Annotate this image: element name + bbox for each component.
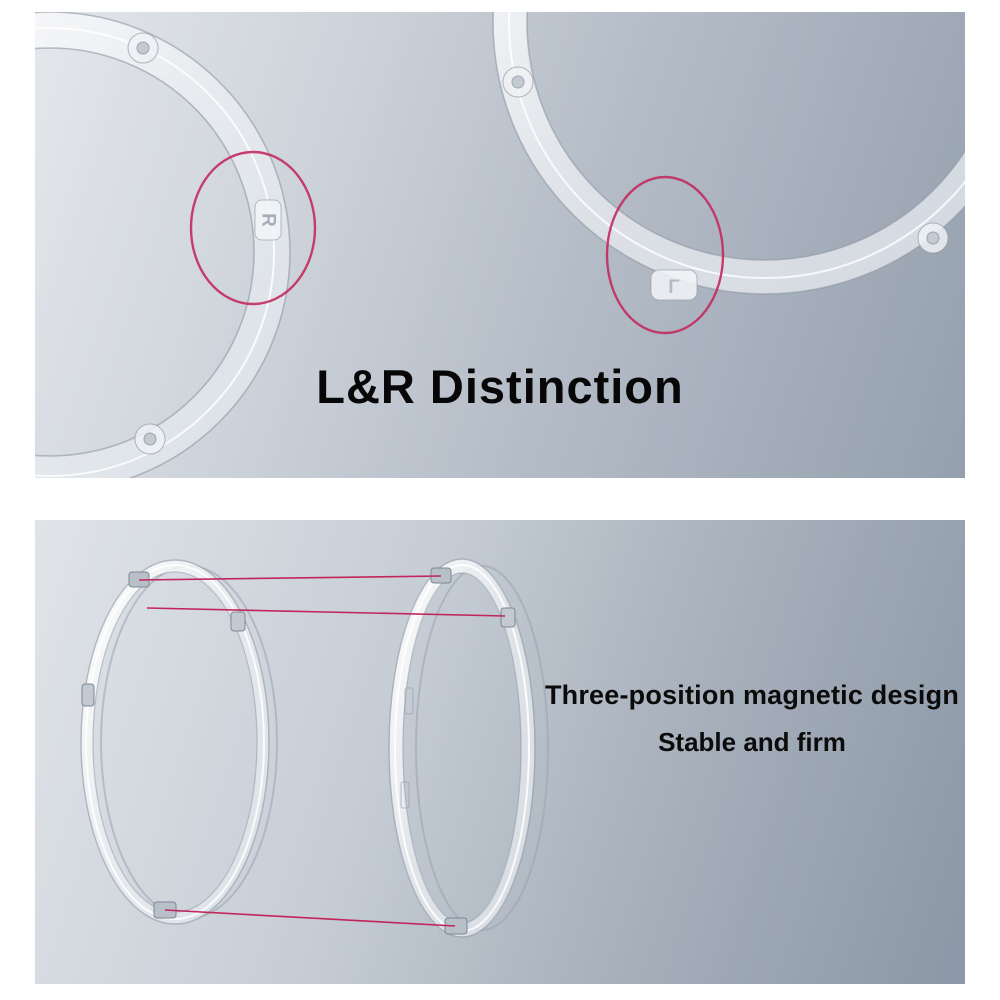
left-ring-front-graphic: R xyxy=(35,12,317,478)
left-ring-magnet-left xyxy=(81,683,95,707)
right-ring-front-graphic: L xyxy=(492,12,965,335)
left-ring-top-ear xyxy=(127,32,159,64)
r-marker-tab: R xyxy=(254,199,282,241)
right-ring-left-ear xyxy=(502,66,534,98)
magnetic-design-caption: Three-position magnetic design Stable an… xyxy=(540,680,964,758)
right-ring-right-ear xyxy=(917,222,949,254)
r-highlight-ellipse xyxy=(189,150,317,306)
caption-line-2: Stable and firm xyxy=(658,727,846,757)
left-ring-magnet-upper-right xyxy=(230,611,246,632)
magnet-link-lines xyxy=(138,575,506,927)
left-ring-bottom-ear xyxy=(134,423,166,455)
magnetic-design-panel: Three-position magnetic design Stable an… xyxy=(35,520,965,984)
right-ring-slot xyxy=(404,687,414,715)
l-highlight-ellipse xyxy=(605,175,725,335)
caption-line-1: Three-position magnetic design xyxy=(544,680,960,710)
magnet-line-top xyxy=(138,575,442,581)
right-ring-magnet-upper-right xyxy=(500,607,516,628)
l-marker-letter: L xyxy=(668,275,680,296)
side-view-left-ring xyxy=(80,559,278,925)
lr-distinction-panel: R xyxy=(35,12,965,478)
right-ring-slot-2 xyxy=(400,781,410,809)
lr-distinction-title: L&R Distinction xyxy=(316,360,684,413)
magnet-line-middle xyxy=(146,607,506,617)
r-marker-letter: R xyxy=(258,213,279,227)
side-view-right-ring xyxy=(388,558,549,938)
side-view-rings-graphic xyxy=(80,558,549,938)
magnet-line-bottom xyxy=(164,909,456,927)
l-marker-tab: L xyxy=(650,269,698,301)
lr-rings-graphic: R xyxy=(35,12,965,478)
